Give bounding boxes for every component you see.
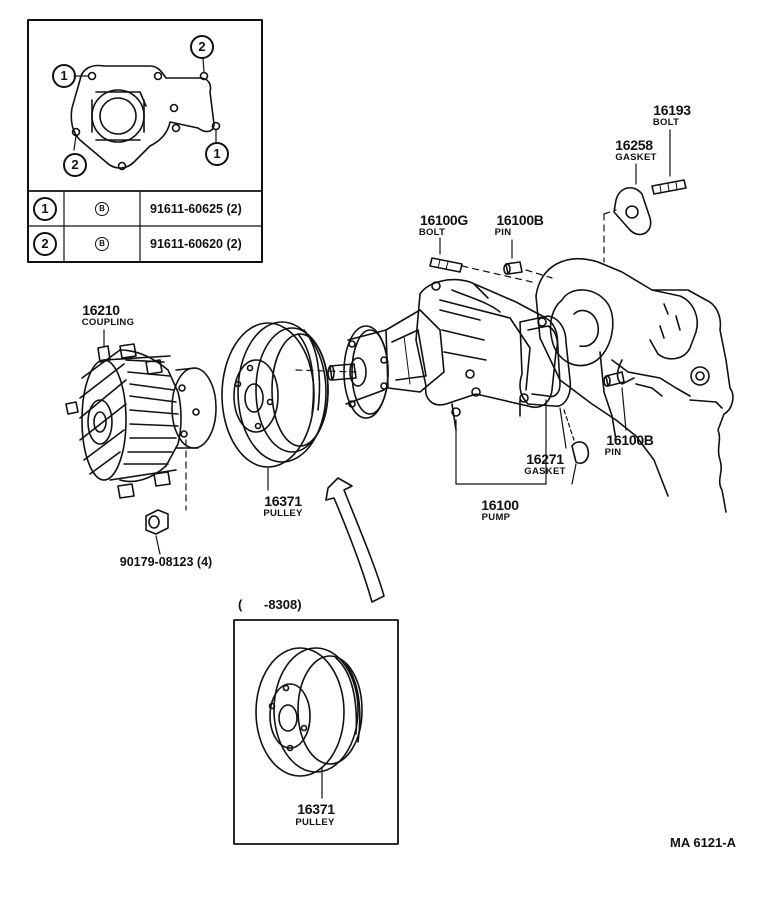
fan-coupling-drawing — [65, 329, 217, 499]
label-16271-number: 16271 — [526, 451, 564, 467]
label-90179-number: 90179-08123 (4) — [119, 555, 213, 569]
pulley-16371-alt-drawing — [255, 647, 363, 799]
label-16100b-right-number: 16100B — [606, 432, 654, 448]
inset-callout-2-top: 2 — [190, 35, 214, 59]
inset-callout-1-right: 1 — [205, 142, 229, 166]
label-16210-name: COUPLING — [81, 317, 135, 328]
variant-box — [233, 619, 399, 845]
label-16100g-name: BOLT — [418, 227, 446, 238]
label-16100g-number: 16100G — [419, 212, 469, 228]
label-16100b-top-name: PIN — [494, 227, 512, 238]
pin-16100b-right-drawing — [603, 371, 627, 431]
bolt-16193-drawing — [651, 129, 687, 195]
inset-callout-1-left: 1 — [52, 64, 76, 88]
inset-detail-box — [27, 19, 263, 263]
variant-arrow — [325, 477, 385, 603]
gasket-16271-drawing — [519, 315, 590, 485]
label-16100-name: PUMP — [481, 512, 511, 523]
bolt-16100g-drawing — [429, 237, 463, 273]
pin-16100b-top-drawing — [503, 239, 523, 275]
label-16100-number: 16100 — [481, 497, 519, 513]
assembly-dash-lines — [185, 209, 617, 511]
inset-callout-2-bottom: 2 — [63, 153, 87, 177]
nut-90179-drawing — [145, 509, 169, 555]
label-16371-alt-name: PULLEY — [295, 817, 335, 828]
label-16258-number: 16258 — [615, 137, 653, 153]
table-row-2-key: 2 — [33, 232, 57, 256]
bolt-symbol-icon: B — [95, 237, 109, 251]
label-16271-name: GASKET — [524, 466, 566, 477]
bolt-symbol-icon: B — [95, 202, 109, 216]
label-16193-number: 16193 — [653, 102, 691, 118]
label-16371-name: PULLEY — [263, 508, 303, 519]
engine-block-drawing — [535, 258, 734, 513]
variant-range-label: ( -8308) — [238, 597, 302, 612]
label-16258-name: GASKET — [615, 152, 657, 163]
label-16210-number: 16210 — [82, 302, 120, 318]
label-16193-name: BOLT — [652, 117, 680, 128]
label-16100b-top-number: 16100B — [496, 212, 544, 228]
diagram-code: MA 6121-A — [670, 835, 736, 850]
gasket-16258-drawing — [613, 163, 652, 236]
table-row-1-key: 1 — [33, 197, 57, 221]
pulley-16371-drawing — [221, 321, 329, 491]
label-16371-alt-number: 16371 — [297, 801, 335, 817]
table-row-1-part: 91611-60625 (2) — [150, 202, 242, 216]
water-pump-drawing — [327, 278, 559, 485]
label-16371-number: 16371 — [264, 493, 302, 509]
inset-pump-cover — [70, 57, 221, 171]
label-16100b-right-name: PIN — [604, 447, 622, 458]
table-row-2-part: 91611-60620 (2) — [150, 237, 242, 251]
